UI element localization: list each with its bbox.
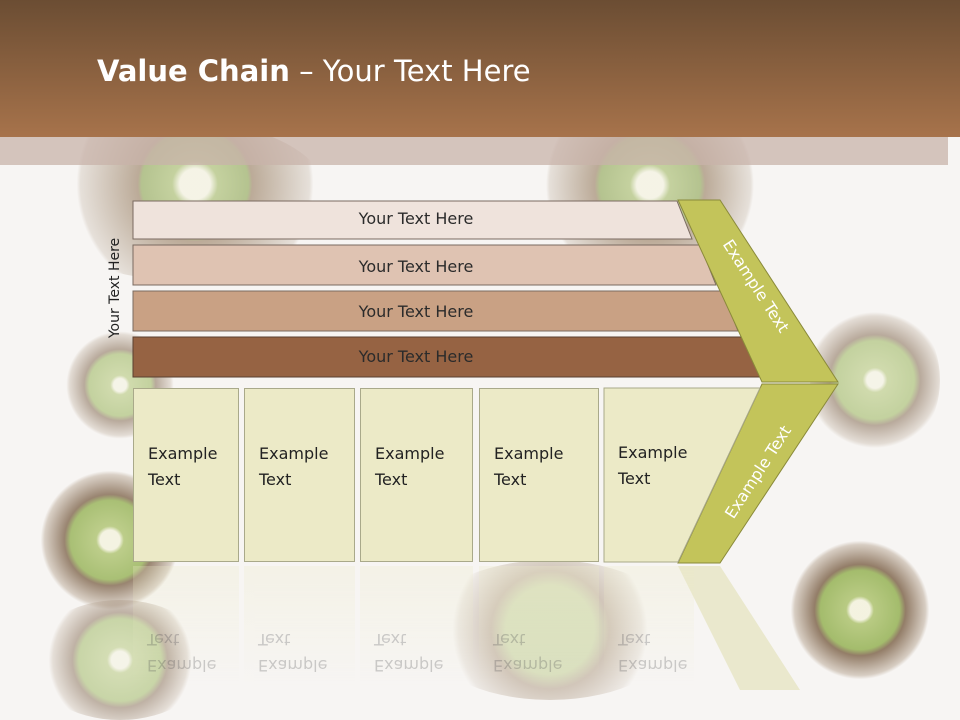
column-5-shape	[603, 387, 761, 563]
slide-title: Value Chain – Your Text Here	[97, 54, 531, 88]
column-2-reflection-text: Example Text	[258, 630, 328, 675]
column-4: Example Text	[479, 388, 599, 562]
bar-4-label: Your Text Here	[358, 347, 474, 366]
column-5-label: Example Text	[618, 443, 688, 488]
column-5: Example Text	[604, 388, 704, 562]
column-1-label: Example Text	[148, 444, 218, 489]
column-1-reflection: Example Text	[133, 566, 239, 686]
title-rest: – Your Text Here	[289, 54, 531, 88]
column-3-reflection: Example Text	[360, 566, 473, 686]
chevron-reflection	[678, 566, 800, 690]
column-2-reflection: Example Text	[244, 566, 355, 686]
column-5-reflection: Example Text	[604, 566, 694, 686]
column-4-reflection-text: Example Text	[493, 630, 563, 675]
chevron-upper	[677, 199, 839, 383]
bar-2	[132, 244, 717, 286]
bar-1-label: Your Text Here	[358, 209, 474, 228]
column-3-reflection-text: Example Text	[374, 630, 444, 675]
title-bold: Value Chain	[97, 54, 290, 88]
column-1: Example Text	[133, 388, 239, 562]
column-2-label: Example Text	[259, 444, 329, 489]
column-2: Example Text	[244, 388, 355, 562]
column-3-label: Example Text	[375, 444, 445, 489]
header-bar	[0, 0, 960, 137]
column-4-reflection: Example Text	[479, 566, 599, 686]
column-1-reflection-text: Example Text	[147, 630, 217, 675]
column-5-reflection-text: Example Text	[618, 630, 688, 675]
column-3: Example Text	[360, 388, 473, 562]
bar-2-label: Your Text Here	[358, 257, 474, 276]
column-4-label: Example Text	[494, 444, 564, 489]
header-band	[0, 137, 948, 165]
bar-1	[132, 200, 693, 240]
bar-3-label: Your Text Here	[358, 302, 474, 321]
